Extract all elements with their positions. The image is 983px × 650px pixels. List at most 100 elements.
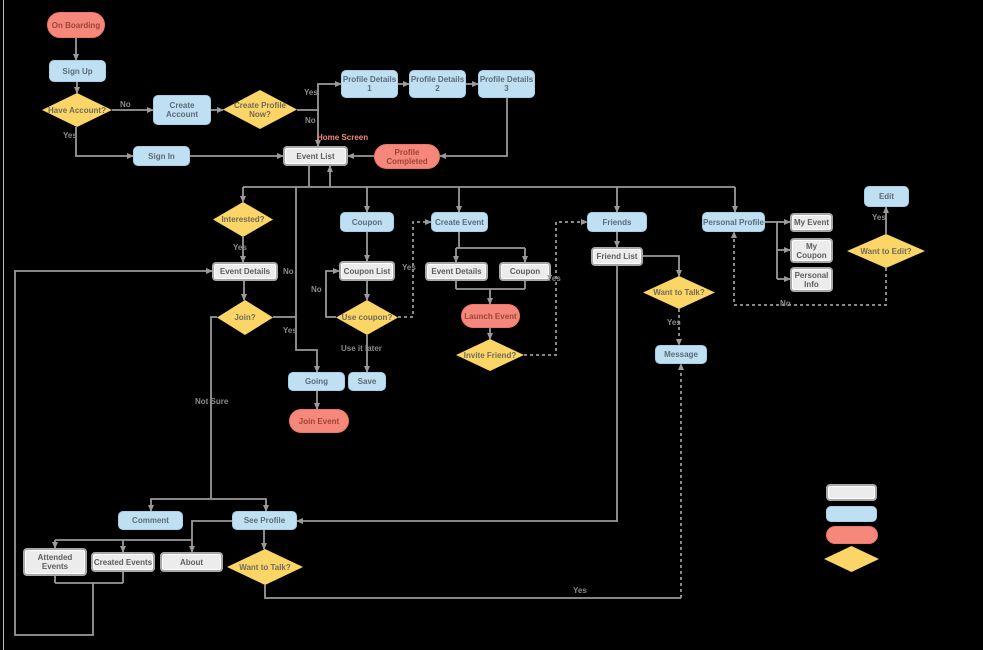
edge-label: Yes (872, 213, 886, 222)
node-legend-process (826, 506, 877, 522)
node-create-account: Create Account (153, 95, 211, 125)
node-about: About (160, 552, 223, 572)
connector-line (211, 498, 269, 512)
node-label: Comment (132, 516, 169, 525)
edge-label: No (780, 299, 791, 308)
node-profile-details-1: Profile Details 1 (341, 70, 398, 98)
node-event-details: Event Details (212, 262, 278, 281)
edge-label: No (283, 267, 294, 276)
node-comment: Comment (118, 511, 183, 530)
node-created-events: Created Events (91, 552, 155, 572)
node-friend-list: Friend List (591, 247, 643, 266)
edge-label: Yes (63, 131, 77, 140)
node-label: On Boarding (51, 20, 101, 30)
connector-line (273, 316, 320, 373)
connector-line (264, 585, 681, 599)
node-label: Interested? (221, 215, 265, 224)
node-label: Want to Talk? (653, 288, 705, 297)
node-invite-friend: Invite Friend? (456, 339, 524, 371)
node-label: Create Profile Now? (233, 100, 287, 119)
node-label: Create Account (166, 101, 198, 119)
node-label: Edit (878, 192, 895, 201)
edge-label: Yes (283, 326, 297, 335)
node-label: Event Details (219, 267, 271, 276)
node-label: My Event (793, 218, 830, 227)
node-create-event: Create Event (431, 212, 488, 232)
node-want-to-talk-bottom: Want to Talk? (227, 549, 303, 585)
node-label: Attended Events (37, 553, 73, 571)
node-label: Use coupon? (341, 313, 393, 322)
node-label: See Profile (243, 516, 286, 525)
node-personal-info: Personal Info (790, 267, 833, 292)
node-message: Message (655, 345, 707, 364)
connector-line (191, 520, 232, 540)
node-label: Personal Info (794, 270, 829, 289)
edge-label: Use it later (341, 344, 382, 353)
connector-line (210, 316, 217, 499)
connector-line (398, 219, 432, 318)
connector-line (439, 98, 508, 159)
node-my-coupon: My Coupon (790, 238, 833, 263)
node-label: Join? (234, 313, 256, 322)
node-label: Friends (602, 217, 632, 227)
connector-line (524, 219, 588, 356)
node-want-to-edit: Want to Edit? (847, 234, 925, 268)
node-sign-up: Sign Up (49, 60, 106, 82)
node-label: Message (664, 350, 698, 359)
node-my-event: My Event (790, 213, 833, 232)
node-save: Save (348, 372, 386, 391)
node-join: Join? (217, 300, 273, 335)
node-label: Coupon List (343, 266, 391, 276)
node-label: Going (304, 377, 329, 386)
node-label: Coupon (509, 267, 541, 276)
node-label: About (179, 557, 204, 567)
node-label: Profile Details 1 (342, 75, 397, 93)
node-label: Profile Details 3 (479, 75, 534, 93)
node-label: Coupon (351, 217, 383, 227)
node-personal-profile: Personal Profile (702, 212, 765, 232)
edge-label: Home Screen (317, 133, 369, 142)
node-label: Friend List (596, 252, 638, 261)
edge-label: No (311, 285, 322, 294)
diamond-shape (824, 546, 879, 572)
node-legend-decision (824, 546, 879, 572)
connector-line (643, 255, 682, 277)
node-label: Profile Completed (386, 147, 428, 166)
node-have-account: Have Account? (42, 93, 112, 127)
node-coupon-list: Coupon List (339, 261, 395, 281)
node-coupon: Coupon (340, 212, 394, 232)
edge-label: Yes (402, 263, 416, 272)
node-see-profile: See Profile (232, 511, 297, 530)
node-label: Want to Edit? (860, 246, 912, 256)
connector-line (731, 231, 887, 306)
node-attended-events: Attended Events (23, 548, 87, 576)
node-create-profile-now: Create Profile Now? (223, 90, 297, 129)
edge-label: No (120, 100, 131, 109)
node-event-list: Event List (283, 146, 348, 166)
node-label: Created Events (93, 557, 153, 567)
node-interested: Interested? (213, 202, 273, 237)
node-label: Want to Talk? (239, 562, 291, 572)
node-profile-completed: Profile Completed (374, 144, 440, 169)
edge-label: Yes (667, 318, 681, 327)
node-label: Create Event (435, 217, 484, 227)
edge-label: Yes (233, 243, 247, 252)
node-label: Profile Details 2 (410, 75, 465, 93)
node-launch-event: Launch Event (461, 304, 520, 328)
node-legend-terminator (826, 526, 878, 544)
node-legend-screen (826, 484, 877, 501)
node-label: Event Details (431, 267, 482, 276)
connector-line (325, 268, 340, 318)
connector-line (14, 268, 213, 636)
node-label: Sign Up (62, 66, 93, 76)
edge-label: No (305, 116, 316, 125)
canvas-edge-line (3, 0, 4, 650)
node-sign-in: Sign In (133, 146, 190, 166)
node-label: Join Event (298, 416, 340, 426)
node-profile-details-2: Profile Details 2 (409, 70, 466, 98)
edge-label: Yes (304, 88, 318, 97)
node-label: Have Account? (48, 105, 106, 115)
node-label: Launch Event (464, 311, 517, 321)
